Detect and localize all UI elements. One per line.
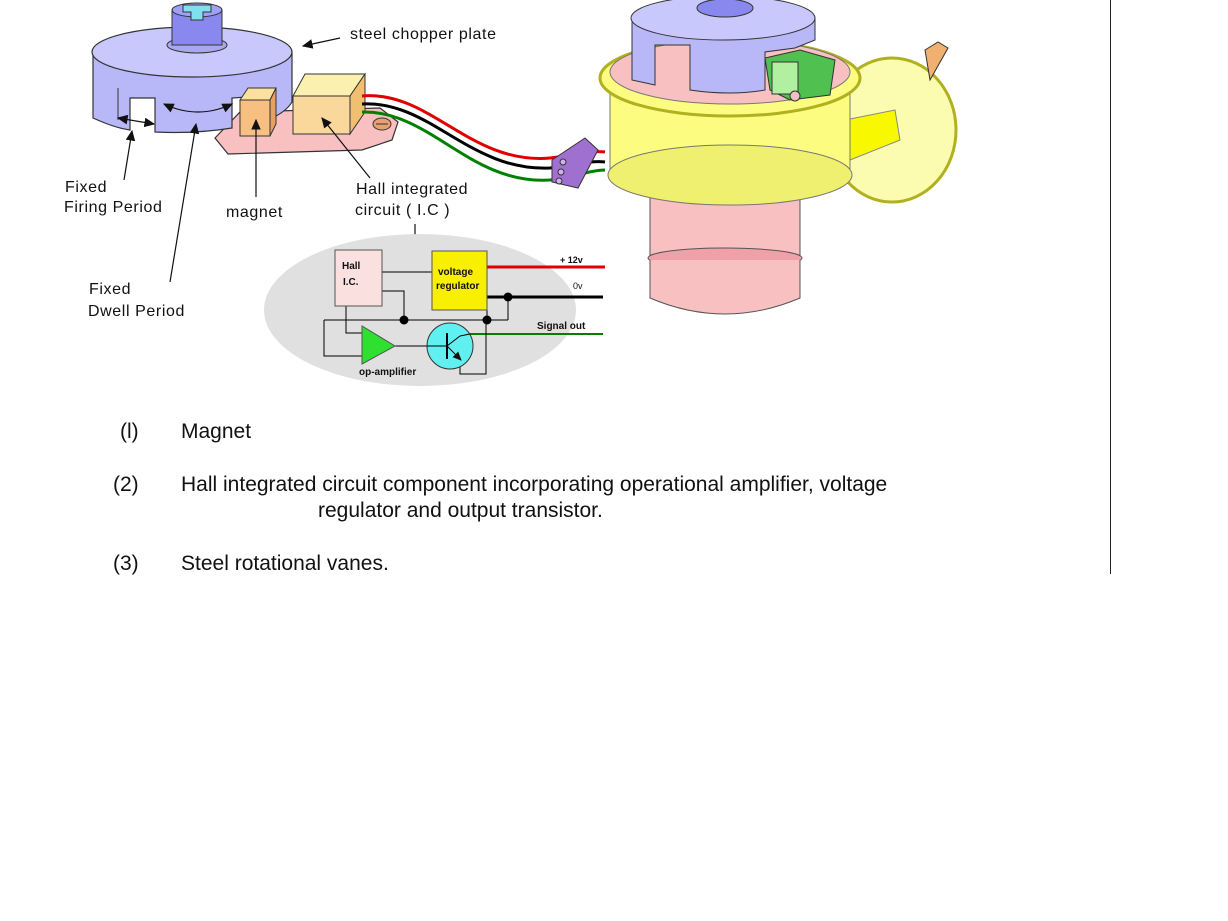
label-fixed-dwell: Fixed <box>89 281 131 298</box>
label-circuit-ic: circuit ( I.C ) <box>355 202 450 219</box>
caption-number: (3) <box>113 552 139 575</box>
arrow-firing <box>123 129 136 181</box>
caption-text: Hall integrated circuit component incorp… <box>181 473 888 496</box>
arrow-firing-span <box>116 114 156 128</box>
arrow-hall-ic <box>321 117 371 179</box>
circuit-0v-label: 0v <box>573 281 583 291</box>
arrow-chopper <box>301 37 341 49</box>
circuit-schematic <box>264 234 605 386</box>
circuit-background <box>264 234 576 386</box>
hall-ic-block <box>292 72 366 136</box>
arrow-dwell-span <box>162 103 234 113</box>
voltage-regulator-box <box>431 250 488 311</box>
label-magnet: magnet <box>226 204 283 221</box>
label-fixed-firing: Fixed <box>65 179 107 196</box>
circuit-signal-out-label: Signal out <box>537 321 586 332</box>
caption-number: (2) <box>113 473 139 496</box>
circuit-hall-ic-label-1: Hall <box>342 261 361 272</box>
caption-text: Magnet <box>181 420 252 443</box>
op-amp-symbol <box>361 325 397 365</box>
circuit-regulator-label-1: voltage <box>438 267 473 278</box>
caption-number: (l) <box>120 420 139 443</box>
circuit-plus12v-label: + 12v <box>560 255 583 265</box>
circuit-hall-ic-label-2: I.C. <box>343 277 359 288</box>
distributor <box>598 0 958 315</box>
arrow-dwell <box>169 122 200 283</box>
hall-effect-diagram: steel chopper plate Fixed Firing Period … <box>64 0 958 386</box>
page-divider <box>1110 0 1111 574</box>
label-arrows <box>116 37 420 283</box>
chopper-plate <box>91 2 293 134</box>
magnet-block <box>239 87 277 137</box>
label-firing-period: Firing Period <box>64 199 163 216</box>
circuit-op-amp-label: op-amplifier <box>359 367 416 378</box>
connector-plug <box>551 137 599 189</box>
caption-text-continued: regulator and output transistor. <box>318 499 603 522</box>
hall-ic-box <box>334 249 383 307</box>
label-dwell-period: Dwell Period <box>88 303 185 320</box>
circuit-regulator-label-2: regulator <box>436 281 479 292</box>
label-steel-chopper-plate: steel chopper plate <box>350 26 497 43</box>
label-hall-integrated: Hall integrated <box>356 181 468 198</box>
caption-text: Steel rotational vanes. <box>181 552 389 575</box>
